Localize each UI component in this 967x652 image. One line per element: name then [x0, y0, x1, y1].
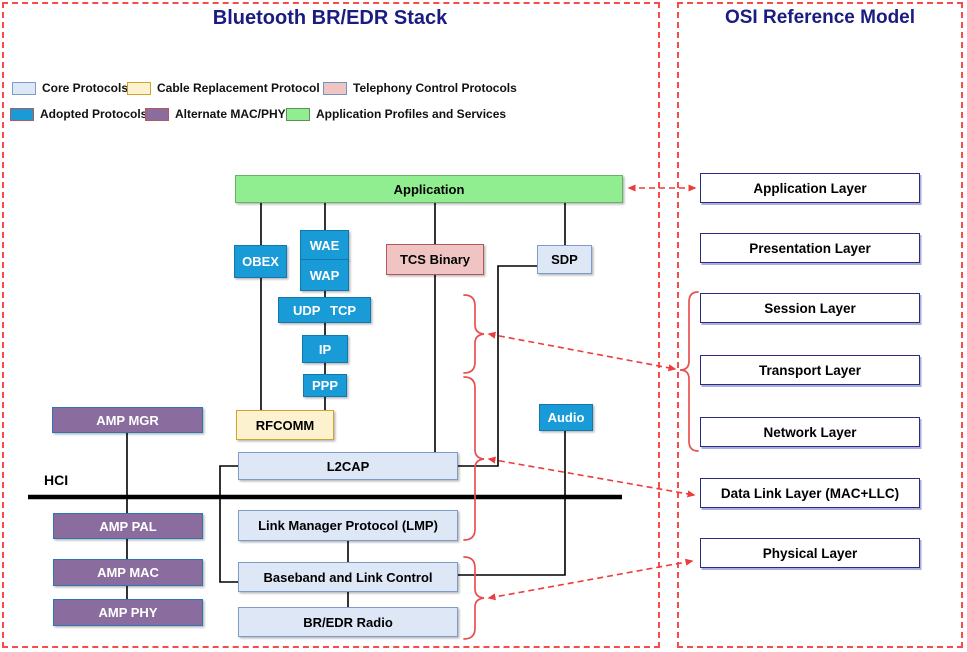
- osi-layer-network: Network Layer: [700, 417, 920, 447]
- tcp-label: TCP: [330, 302, 356, 318]
- osi-layer-session: Session Layer: [700, 293, 920, 323]
- box-audio: Audio: [539, 404, 593, 431]
- legend-swatch-alternate-mac-phy: [145, 107, 169, 121]
- legend-swatch-application-profiles: [286, 107, 310, 121]
- legend-item-application-profiles: Application Profiles and Services: [286, 107, 506, 121]
- box-sdp: SDP: [537, 245, 592, 274]
- box-baseband-link-control: Baseband and Link Control: [238, 562, 458, 592]
- box-amp-phy: AMP PHY: [53, 599, 203, 626]
- osi-layer-data-link: Data Link Layer (MAC+LLC): [700, 478, 920, 508]
- hci-label: HCI: [44, 472, 69, 488]
- legend-item-telephony-control: Telephony Control Protocols: [323, 81, 517, 95]
- bluetooth-stack-title: Bluetooth BR/EDR Stack: [212, 7, 448, 29]
- legend-item-core-protocols: Core Protocols: [12, 81, 128, 95]
- osi-layer-transport: Transport Layer: [700, 355, 920, 385]
- arrow-ip-group-to-transport-layers: [487, 331, 677, 372]
- box-application: Application: [235, 175, 623, 203]
- box-wae: WAE: [300, 230, 349, 260]
- box-lmp: Link Manager Protocol (LMP): [238, 510, 458, 541]
- box-amp-mac: AMP MAC: [53, 559, 203, 586]
- brace-baseband-group: [463, 556, 485, 640]
- legend-label-application-profiles: Application Profiles and Services: [316, 107, 507, 121]
- box-br-edr-radio: BR/EDR Radio: [238, 607, 458, 637]
- arrow-baseband-group-to-physical-layer: [487, 558, 694, 601]
- legend-label-alternate-mac-phy: Alternate MAC/PHY: [175, 107, 286, 121]
- legend-label-telephony-control: Telephony Control Protocols: [353, 81, 517, 95]
- box-ppp: PPP: [303, 374, 347, 397]
- red-group-braces: [463, 291, 699, 640]
- box-ip: IP: [302, 335, 348, 363]
- osi-layer-application: Application Layer: [700, 173, 920, 203]
- osi-model-title: OSI Reference Model: [724, 7, 916, 28]
- osi-layer-physical: Physical Layer: [700, 538, 920, 568]
- box-obex: OBEX: [234, 245, 287, 278]
- legend-item-adopted-protocols: Adopted Protocols: [10, 107, 147, 121]
- legend-swatch-telephony-control: [323, 81, 347, 95]
- red-dashed-arrows: [487, 184, 697, 601]
- box-amp-pal: AMP PAL: [53, 513, 203, 539]
- box-tcs-binary: TCS Binary: [386, 244, 484, 275]
- legend-item-alternate-mac-phy: Alternate MAC/PHY: [145, 107, 286, 121]
- arrow-l2cap-group-to-data-link-layer: [487, 456, 696, 498]
- brace-ip-group: [463, 294, 485, 374]
- legend-swatch-adopted-protocols: [10, 107, 34, 121]
- legend-label-cable-replacement: Cable Replacement Protocol: [157, 81, 320, 95]
- legend-swatch-cable-replacement: [127, 81, 151, 95]
- box-udp-tcp: UDP TCP: [278, 297, 371, 323]
- legend-swatch-core-protocols: [12, 81, 36, 95]
- brace-l2cap-group: [463, 376, 485, 541]
- legend-label-adopted-protocols: Adopted Protocols: [40, 107, 148, 121]
- osi-layer-presentation: Presentation Layer: [700, 233, 920, 263]
- udp-label: UDP: [293, 302, 321, 318]
- legend-label-core-protocols: Core Protocols: [42, 81, 129, 95]
- box-rfcomm: RFCOMM: [236, 410, 334, 440]
- brace-osi-middle-layers: [679, 291, 699, 452]
- box-amp-mgr: AMP MGR: [52, 407, 203, 433]
- box-l2cap: L2CAP: [238, 452, 458, 480]
- legend-item-cable-replacement: Cable Replacement Protocol: [127, 81, 320, 95]
- box-wap: WAP: [300, 259, 349, 291]
